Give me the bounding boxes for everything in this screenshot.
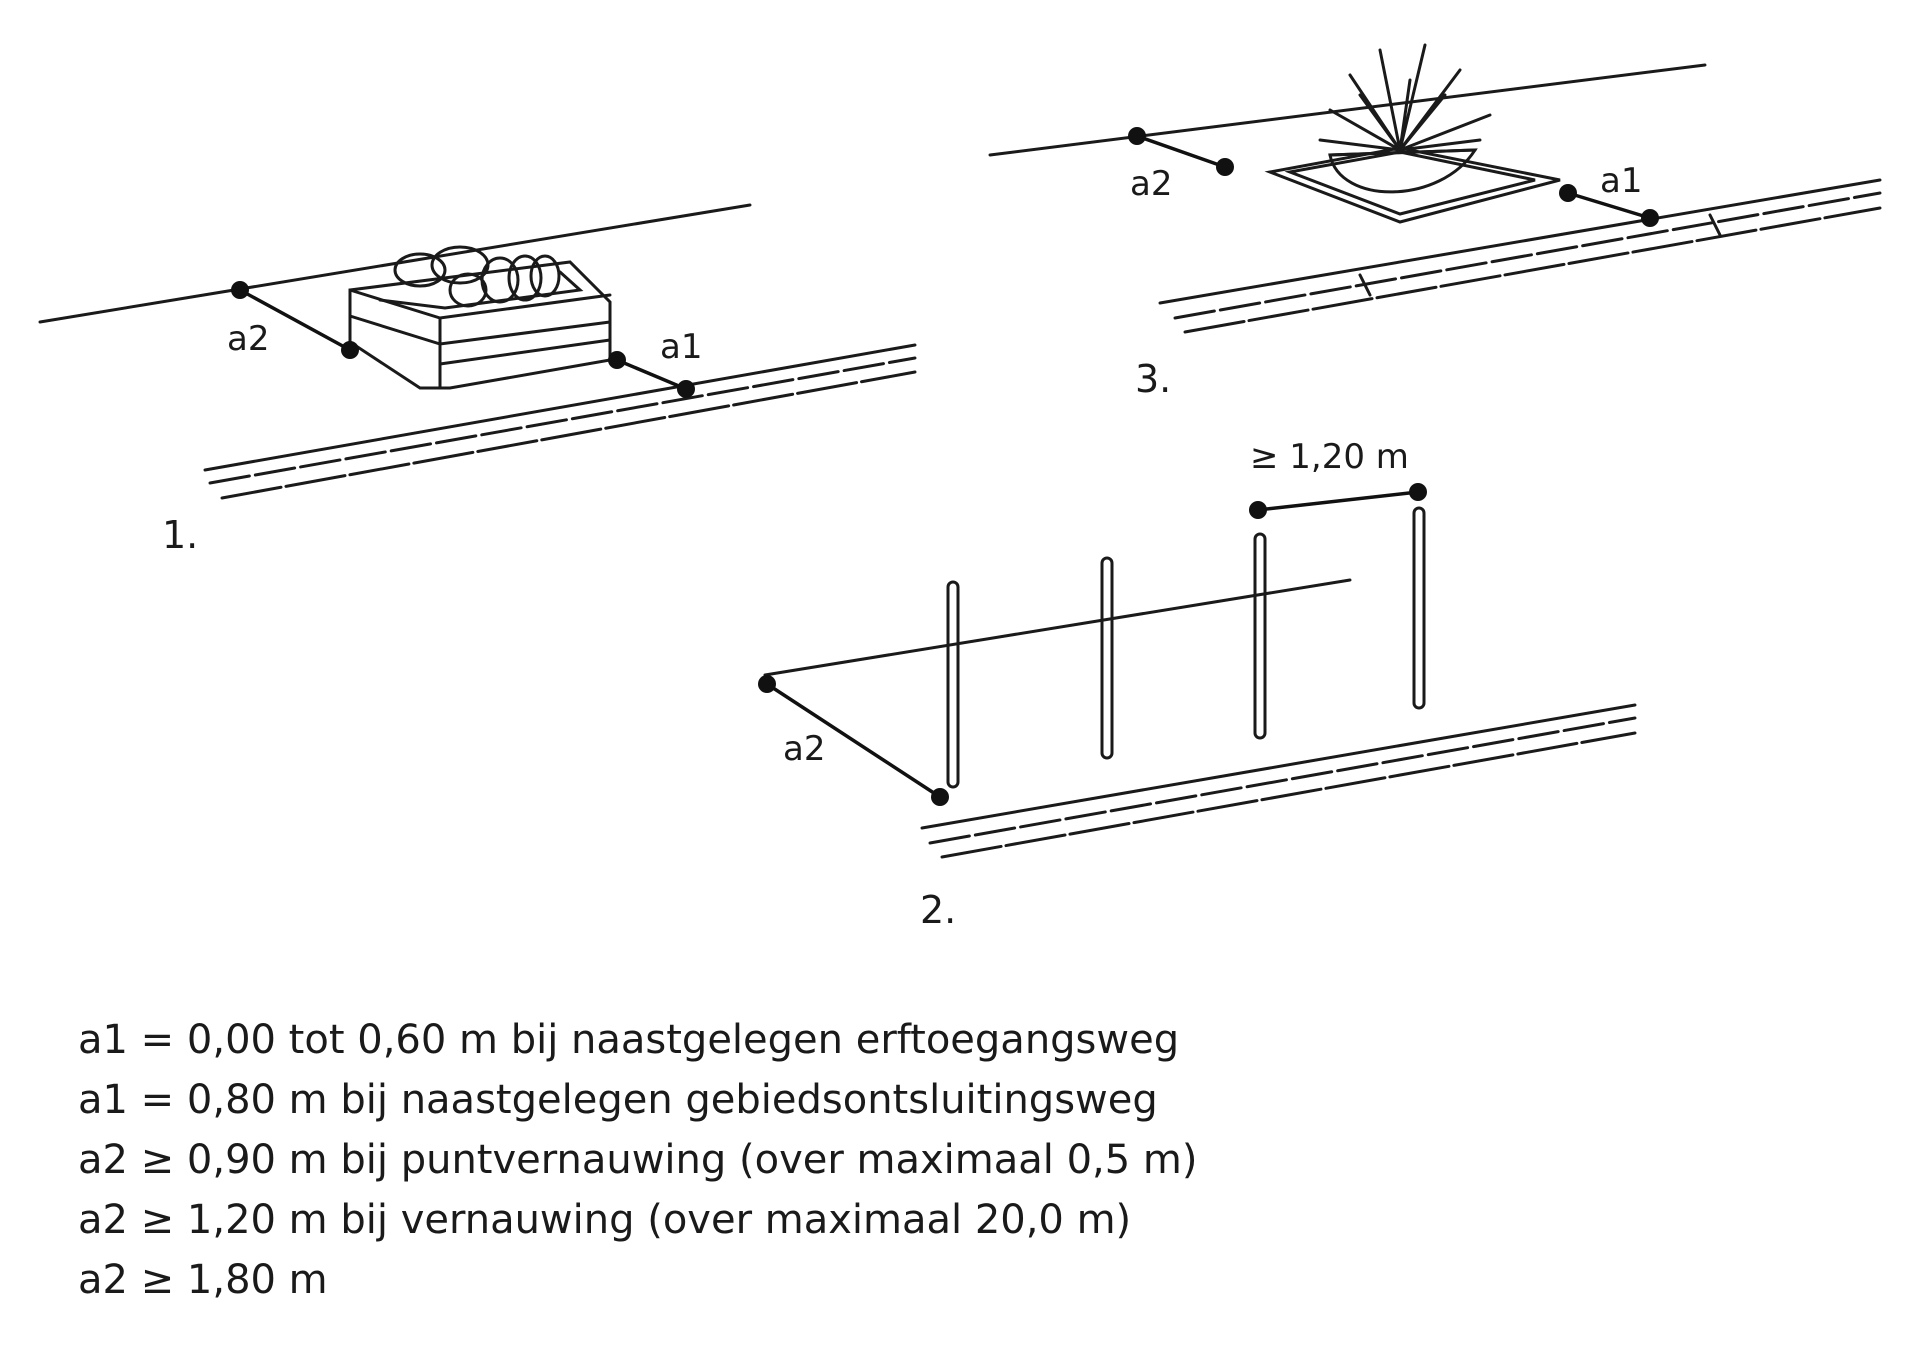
fig2-a2-start-point bbox=[758, 675, 776, 693]
fig3-a1-label: a1 bbox=[1600, 161, 1642, 201]
fig1-a1-start-point bbox=[608, 351, 626, 369]
fig2-a2-dimension bbox=[766, 682, 941, 799]
fig3-kerb-line bbox=[1158, 178, 1882, 305]
legend-item: a1 = 0,00 tot 0,60 m bij naastgelegen er… bbox=[78, 1017, 1180, 1063]
fig1-back-edge bbox=[38, 203, 752, 324]
fig1-a1-label: a1 bbox=[660, 327, 702, 367]
fig3-a2-label: a2 bbox=[1130, 164, 1172, 204]
fig2-number: 2. bbox=[920, 888, 956, 932]
legend-item: a1 = 0,80 m bij naastgelegen gebiedsonts… bbox=[78, 1077, 1158, 1123]
fig2-spacing-end-point bbox=[1409, 483, 1427, 501]
legend-item: a2 ≥ 1,20 m bij vernauwing (over maximaa… bbox=[78, 1197, 1132, 1243]
fig3-a1-dimension bbox=[1567, 191, 1651, 220]
fig3-a2-dimension bbox=[1136, 134, 1226, 169]
fig1-a2-dimension bbox=[239, 288, 351, 352]
fig2-spacing-label: ≥ 1,20 m bbox=[1250, 437, 1409, 477]
fig1-a2-label: a2 bbox=[227, 319, 269, 359]
fig1-a1-dimension bbox=[616, 358, 687, 391]
fig2-a2-label: a2 bbox=[783, 729, 825, 769]
fig3-number: 3. bbox=[1135, 357, 1171, 401]
fig2-spacing-dimension bbox=[1257, 490, 1419, 512]
fig2-a2-end-point bbox=[931, 788, 949, 806]
fig1-a2-start-point bbox=[231, 281, 249, 299]
figure-3: a2 a1 3. bbox=[988, 43, 1882, 401]
fig3-a2-end-point bbox=[1216, 158, 1234, 176]
fig3-kerb-line bbox=[1173, 191, 1882, 320]
fig1-kerb-line bbox=[203, 343, 917, 472]
legend-item: a2 ≥ 1,80 m bbox=[78, 1257, 328, 1303]
legend-item: a2 ≥ 0,90 m bij puntvernauwing (over max… bbox=[78, 1137, 1198, 1183]
fig3-a1-start-point bbox=[1559, 184, 1577, 202]
fig2-kerb-line bbox=[928, 716, 1637, 845]
plant-leaves bbox=[1318, 43, 1492, 152]
fig3-kerb-line bbox=[1183, 206, 1882, 334]
fig2-kerb-line bbox=[940, 731, 1637, 859]
bollard-post bbox=[1253, 532, 1267, 740]
bollard-post bbox=[946, 580, 960, 789]
legend-list: a1 = 0,00 tot 0,60 m bij naastgelegen er… bbox=[78, 1010, 1198, 1310]
fig3-kerb-joint bbox=[1358, 273, 1372, 297]
fig2-kerb-line bbox=[920, 703, 1637, 830]
fig1-kerb-line bbox=[208, 356, 917, 485]
fig1-number: 1. bbox=[162, 513, 198, 557]
figure-2: a2 ≥ 1,20 m 2. bbox=[758, 437, 1637, 932]
fig2-back-edge bbox=[763, 578, 1352, 677]
fig3-a1-end-point bbox=[1641, 209, 1659, 227]
planter-box bbox=[348, 245, 612, 390]
bollard-post bbox=[1100, 556, 1114, 760]
fig1-a1-end-point bbox=[677, 380, 695, 398]
fig3-back-edge bbox=[988, 63, 1707, 157]
fig3-a2-start-point bbox=[1128, 127, 1146, 145]
fig2-spacing-start-point bbox=[1249, 501, 1267, 519]
fig1-kerb-line bbox=[220, 370, 917, 500]
fig3-kerb-joint bbox=[1708, 213, 1722, 237]
plant-pot bbox=[1264, 43, 1561, 224]
bollard-post bbox=[1412, 506, 1426, 710]
fig1-a2-end-point bbox=[341, 341, 359, 359]
figure-1: a2 a1 1. bbox=[38, 203, 917, 557]
